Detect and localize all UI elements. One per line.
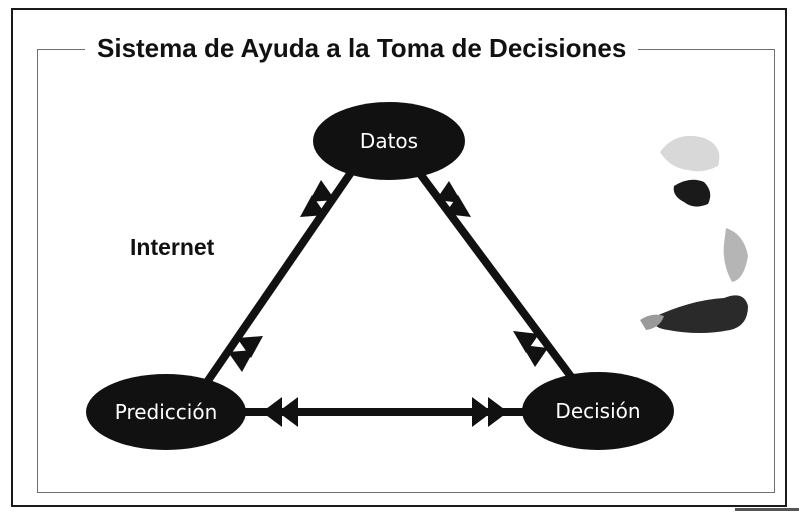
outer-frame bbox=[11, 8, 787, 507]
internet-label: Internet bbox=[130, 234, 215, 260]
arrowhead-to-decision-horizontal bbox=[472, 397, 508, 427]
arrowhead-to-decision bbox=[513, 331, 548, 367]
arrowhead-to-datos-right bbox=[436, 181, 471, 217]
arrow-datos-prediccion bbox=[201, 168, 356, 388]
arrow-datos-decision bbox=[414, 168, 579, 385]
node-decision: Decisión bbox=[522, 372, 674, 450]
arrowhead-to-prediccion bbox=[228, 336, 263, 372]
person-silhouette-icon bbox=[640, 135, 748, 333]
arrow-prediccion-decision bbox=[240, 397, 530, 427]
scan-edge-line bbox=[735, 508, 799, 511]
arrowhead-to-datos bbox=[300, 180, 335, 217]
node-datos: Datos bbox=[313, 102, 465, 180]
node-datos-label: Datos bbox=[360, 129, 418, 153]
node-prediccion-label: Predicción bbox=[115, 400, 218, 424]
node-prediccion: Predicción bbox=[86, 374, 246, 450]
diagram-title: Sistema de Ayuda a la Toma de Decisiones bbox=[85, 26, 639, 70]
node-decision-label: Decisión bbox=[555, 399, 640, 423]
arrowhead-to-prediccion-horizontal bbox=[262, 397, 298, 427]
